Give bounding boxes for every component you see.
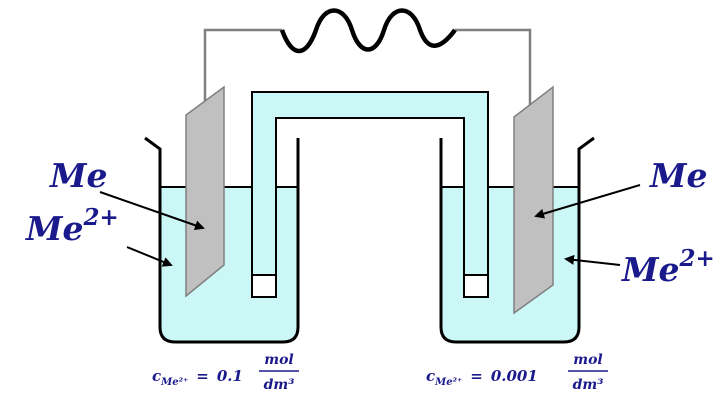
- external-circuit: [203, 8, 532, 115]
- left-ion-label: Me2+: [25, 204, 119, 248]
- left-conc-symbol: c: [152, 367, 161, 385]
- right-conc-subscript: Me²⁺: [434, 377, 462, 388]
- salt-bridge: [251, 91, 489, 298]
- salt-bridge-plug-left: [251, 274, 277, 298]
- right-ion-base: Me: [621, 250, 680, 289]
- svg-text:cMe²⁺=0.001: cMe²⁺ = 0.001: [426, 367, 538, 388]
- left-conc-unit-num: mol: [264, 352, 293, 368]
- right-electrode: [513, 85, 554, 315]
- wire-left: [203, 28, 282, 115]
- right-beaker-wall: [439, 136, 595, 344]
- wire-right: [455, 28, 532, 108]
- resistor: [279, 8, 457, 53]
- left-conc-value: 0.1: [217, 367, 243, 385]
- left-conc-subscript: Me²⁺: [160, 377, 188, 388]
- left-solution: [160, 187, 298, 342]
- arrow-right-metal: [534, 184, 641, 219]
- arrow-left-metal: [99, 191, 205, 231]
- arrow-right-ion: [564, 254, 621, 266]
- right-conc-unit-num: mol: [573, 352, 602, 368]
- right-conc-unit-den: dm³: [573, 377, 604, 393]
- right-conc-value: 0.001: [491, 367, 538, 385]
- right-metal-label: Me: [649, 156, 708, 195]
- svg-text:cMe²⁺=0.1: cMe²⁺ = 0.1: [152, 367, 243, 388]
- left-ion-charge: 2+: [83, 204, 119, 231]
- right-ion-charge: 2+: [679, 245, 715, 272]
- right-conc-symbol: c: [426, 367, 435, 385]
- right-concentration: cMe²⁺ = 0.001 mol dm³: [426, 352, 608, 393]
- left-beaker-wall: [144, 136, 300, 344]
- arrow-left-ion: [126, 246, 173, 267]
- right-ion-label: Me2+: [621, 245, 715, 289]
- right-conc-equals: =: [470, 367, 483, 385]
- left-conc-equals: =: [196, 367, 209, 385]
- left-ion-base: Me: [25, 209, 84, 248]
- left-electrode: [185, 85, 225, 298]
- left-concentration: cMe²⁺ = 0.1 mol dm³: [152, 352, 299, 393]
- left-conc-unit-den: dm³: [264, 377, 295, 393]
- left-metal-label: Me: [49, 156, 108, 195]
- salt-bridge-plug-right: [463, 274, 489, 298]
